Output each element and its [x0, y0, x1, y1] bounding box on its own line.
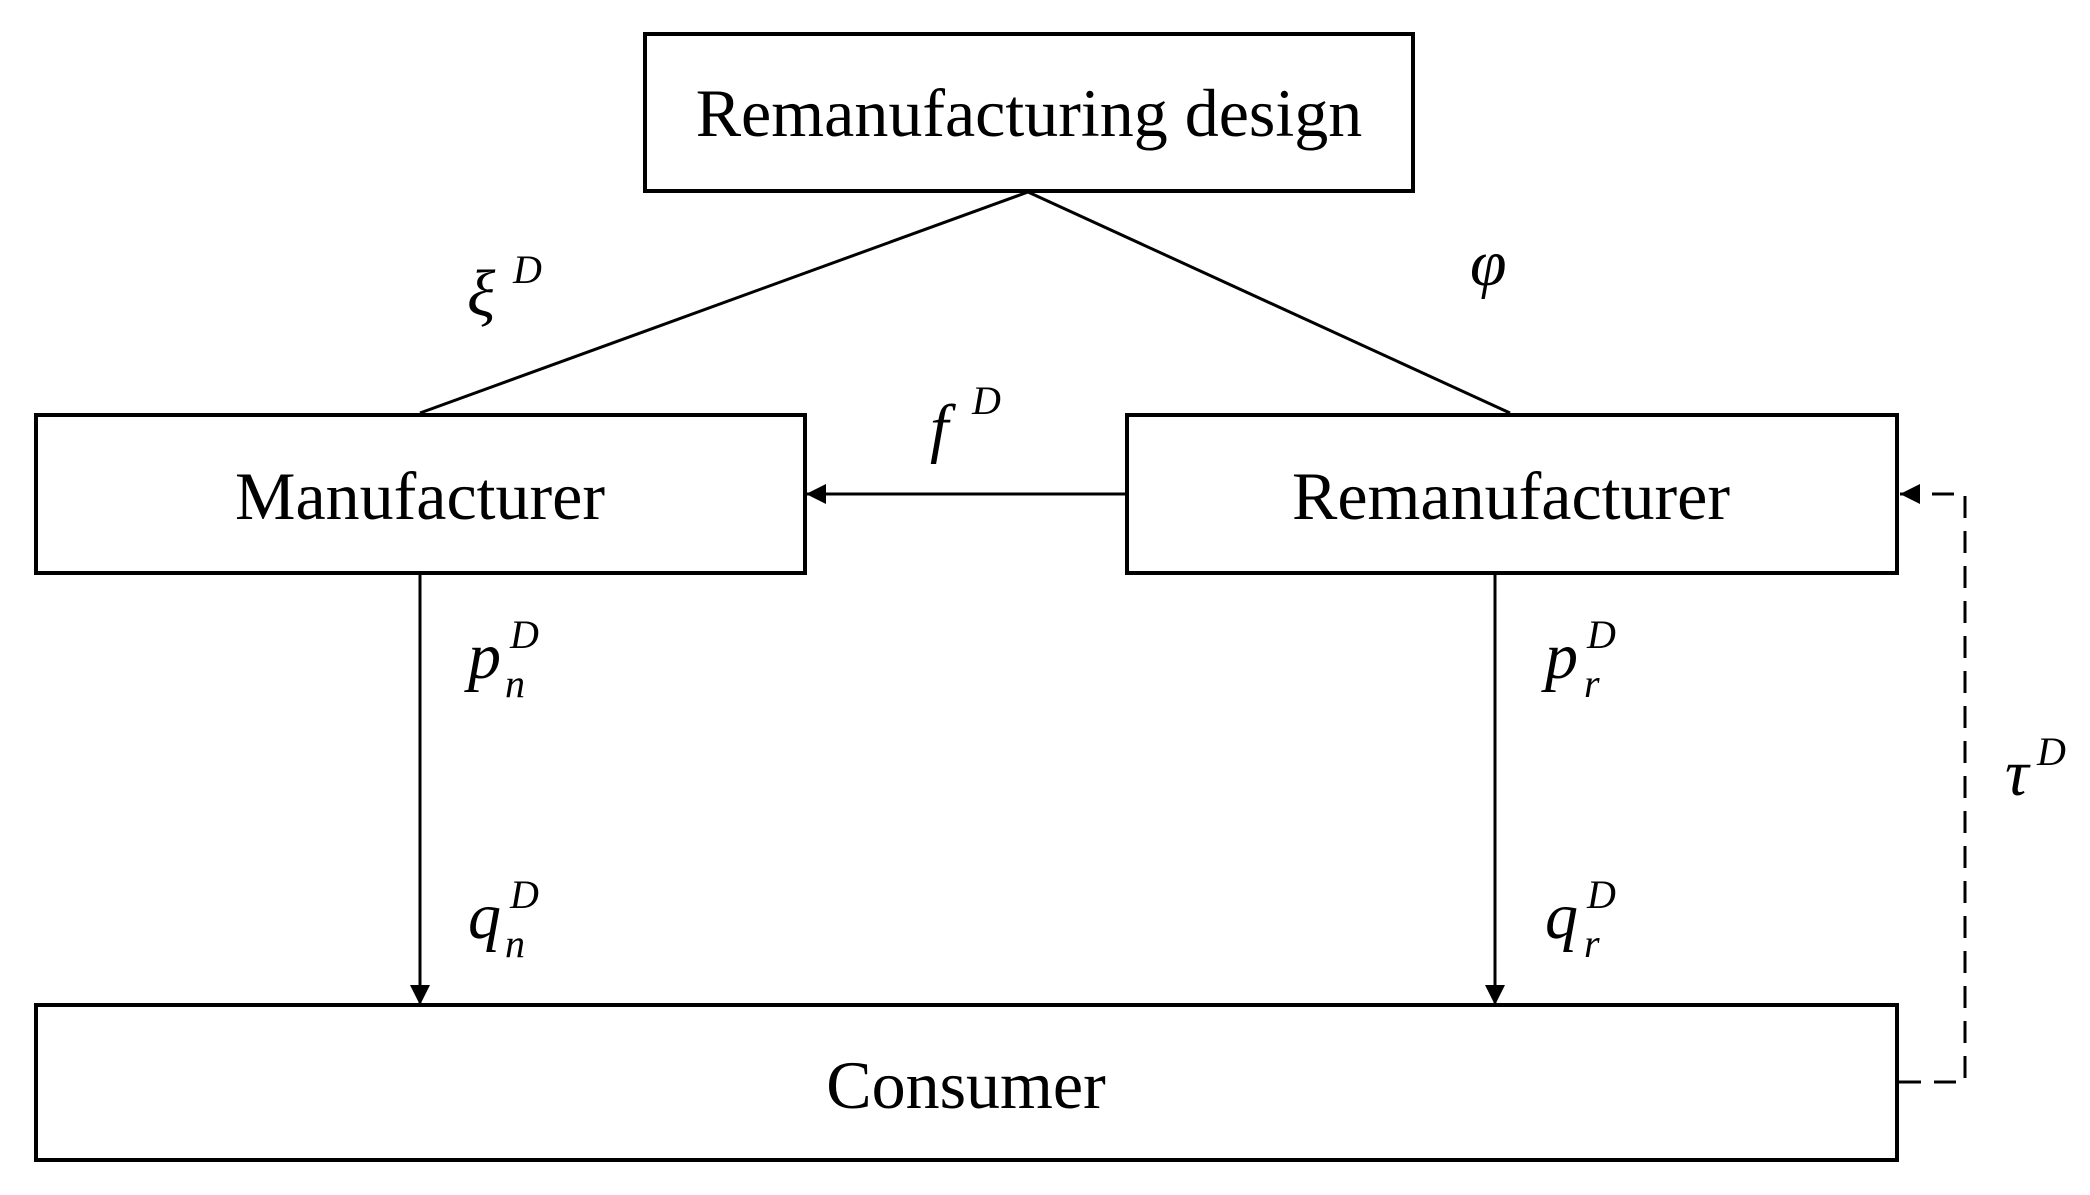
design-to-manufacturer-line	[419, 190, 1029, 415]
remanufacturer-box	[1125, 413, 1899, 575]
svg-text:D: D	[971, 378, 1001, 423]
svg-text:D: D	[1586, 612, 1616, 657]
qr-label: q D r	[1545, 872, 1616, 966]
remanufacturing-design-box	[643, 32, 1415, 193]
svg-text:r: r	[1584, 921, 1600, 966]
pn-label: p D n	[464, 612, 539, 706]
tau-label: τ D	[2005, 729, 2066, 810]
consumer-to-remanufacturer-dashed-arrow	[1899, 484, 1967, 1084]
design-to-remanufacturer-line	[1027, 190, 1511, 415]
pr-label: p D r	[1541, 612, 1616, 706]
qn-label: q D n	[468, 872, 539, 966]
manufacturer-label: Manufacturer	[235, 458, 605, 534]
xi-label: ξ D	[467, 247, 542, 330]
svg-text:D: D	[2036, 729, 2066, 774]
svg-text:D: D	[1586, 872, 1616, 917]
svg-text:n: n	[505, 921, 525, 966]
svg-text:n: n	[505, 661, 525, 706]
phi-label: φ	[1470, 227, 1507, 300]
f-label: f D	[930, 378, 1001, 465]
svg-text:φ: φ	[1470, 227, 1507, 300]
svg-text:ξ: ξ	[467, 257, 496, 330]
svg-text:p: p	[1541, 620, 1578, 693]
consumer-box	[34, 1003, 1899, 1162]
svg-text:τ: τ	[2005, 737, 2031, 810]
svg-text:D: D	[509, 872, 539, 917]
remanufacturer-label: Remanufacturer	[1292, 458, 1730, 534]
svg-text:q: q	[1545, 880, 1578, 953]
svg-text:f: f	[930, 392, 956, 465]
manufacturer-box	[34, 413, 807, 575]
svg-text:q: q	[468, 880, 501, 953]
svg-text:D: D	[512, 247, 542, 292]
svg-text:D: D	[509, 612, 539, 657]
remanufacturing-design-label: Remanufacturing design	[696, 75, 1363, 151]
consumer-label: Consumer	[826, 1047, 1106, 1123]
svg-text:r: r	[1584, 661, 1600, 706]
svg-text:p: p	[464, 620, 501, 693]
